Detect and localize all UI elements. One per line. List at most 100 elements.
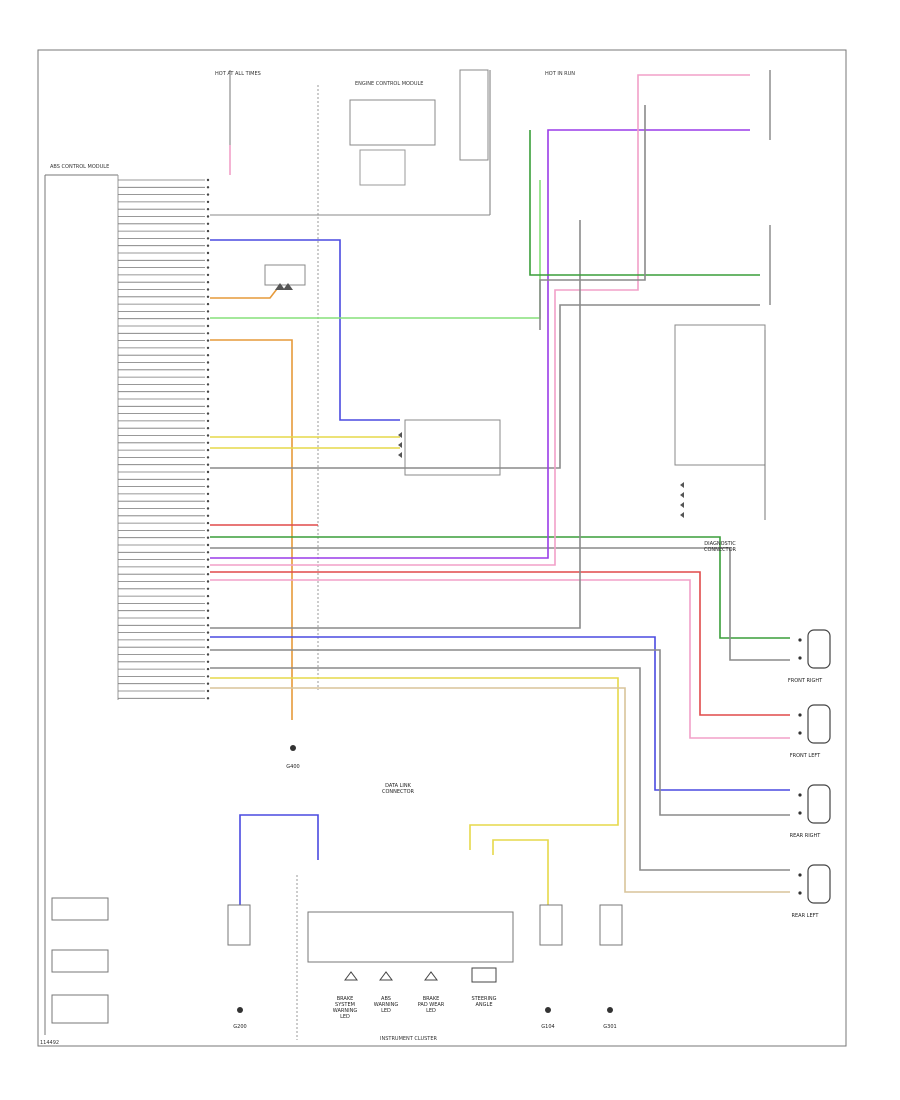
module-pin (206, 215, 210, 218)
module-pin (206, 580, 210, 583)
module-pin (206, 244, 210, 247)
module-pin (206, 383, 210, 386)
cluster-item-label: BRAKE (337, 996, 354, 1002)
module-pin (206, 434, 210, 437)
connector-label: CONNECTOR (382, 789, 415, 795)
top-label-1: HOT AT ALL TIMES (215, 71, 261, 77)
module-pin (206, 222, 210, 225)
module-pin-rows (118, 178, 210, 700)
wire-13 (210, 571, 790, 716)
module-pin (206, 521, 210, 525)
wire-23 (239, 814, 319, 905)
module-pin (206, 361, 210, 364)
ground-label-g400: G400 (286, 764, 299, 770)
sensor-pin (798, 713, 802, 717)
module-pin (206, 441, 210, 444)
module-pin (206, 302, 210, 306)
module-pin (206, 616, 210, 620)
module-pin (206, 178, 210, 182)
ground-label-g200: G200 (233, 1024, 246, 1030)
module-pin (206, 470, 210, 474)
module-pin (206, 354, 210, 357)
data-link-connector (264, 264, 306, 290)
module-pin (206, 324, 210, 328)
sensor-pin (798, 891, 802, 895)
wire-17 (210, 649, 790, 816)
module-pin (206, 295, 210, 298)
module-pin (206, 237, 210, 240)
module-pin (206, 551, 210, 554)
wire-2 (210, 284, 281, 299)
module-pin (206, 208, 210, 211)
sensor-label-1: FRONT RIGHT (788, 678, 823, 684)
module-pin (206, 397, 210, 401)
module-pin (206, 682, 210, 685)
sensor-pin (798, 793, 802, 797)
module-pin (206, 332, 210, 335)
module-pin (206, 193, 210, 196)
module-pin (206, 412, 210, 415)
module-pin (206, 594, 210, 598)
cluster-item-label: LED (426, 1008, 436, 1014)
module-pin (206, 266, 210, 269)
module-pin (206, 631, 210, 634)
top-section: HOT AT ALL TIMES ENGINE CONTROL MODULE H… (210, 69, 575, 690)
bottom-switches (227, 745, 623, 1013)
wire-15 (210, 220, 581, 629)
cluster-item-label: BRAKE (423, 996, 440, 1002)
abs-module-outline: ABS CONTROL MODULE (44, 164, 119, 1035)
cluster-item-label: LED (381, 1008, 391, 1014)
module-pin (206, 697, 210, 700)
module-pin (206, 317, 210, 320)
wheel-speed-sensor-2 (807, 704, 831, 744)
module-pin (206, 251, 210, 255)
module-pin (206, 587, 210, 590)
wire-10 (210, 547, 790, 661)
module-pin (206, 602, 210, 605)
module-pin (206, 529, 210, 532)
module-pin (206, 346, 210, 350)
diagram-code: 114492 (40, 1040, 59, 1046)
cluster-item-label: WARNING (333, 1008, 358, 1014)
module-pin (206, 624, 210, 627)
sensor-label-3: REAR RIGHT (790, 833, 822, 839)
wire-11 (210, 129, 750, 559)
sensor-pin (798, 731, 802, 735)
cluster-label: INSTRUMENT CLUSTER (380, 1036, 438, 1042)
module-pin (206, 390, 210, 393)
wire-7 (210, 304, 760, 469)
module-pin (206, 609, 210, 612)
cluster-item-label: LED (340, 1014, 350, 1020)
wire-24 (492, 839, 549, 905)
wire-16 (210, 636, 790, 791)
module-pin (206, 638, 210, 642)
module-pin (206, 653, 210, 656)
cluster-item-label: WARNING (374, 1002, 399, 1008)
wire-21 (529, 130, 760, 276)
ground-label-g301: G301 (603, 1024, 616, 1030)
module-pin (206, 456, 210, 459)
module-pin (206, 507, 210, 510)
wire-18 (210, 667, 790, 871)
module-pin (206, 667, 210, 671)
module-pin (206, 478, 210, 481)
cluster-item-label: PAD WEAR (418, 1002, 445, 1008)
module-label: ABS CONTROL MODULE (50, 164, 109, 170)
top-label-4: ENGINE CONTROL MODULE (355, 81, 423, 87)
left-side-switches (51, 897, 109, 1024)
module-pin (206, 573, 210, 576)
ground-label-g104: G104 (541, 1024, 554, 1030)
module-pin (206, 186, 210, 189)
module-pin (206, 375, 210, 379)
module-pin (206, 689, 210, 693)
top-label-3: HOT IN RUN (545, 71, 575, 77)
cluster-item-label: SYSTEM (335, 1002, 355, 1008)
module-pin (206, 259, 210, 262)
module-pin (206, 288, 210, 291)
connector-label: DATA LINK (385, 783, 411, 789)
instrument-cluster: INSTRUMENT CLUSTER (296, 875, 514, 1042)
module-pin (206, 229, 210, 233)
module-pin (206, 565, 210, 569)
